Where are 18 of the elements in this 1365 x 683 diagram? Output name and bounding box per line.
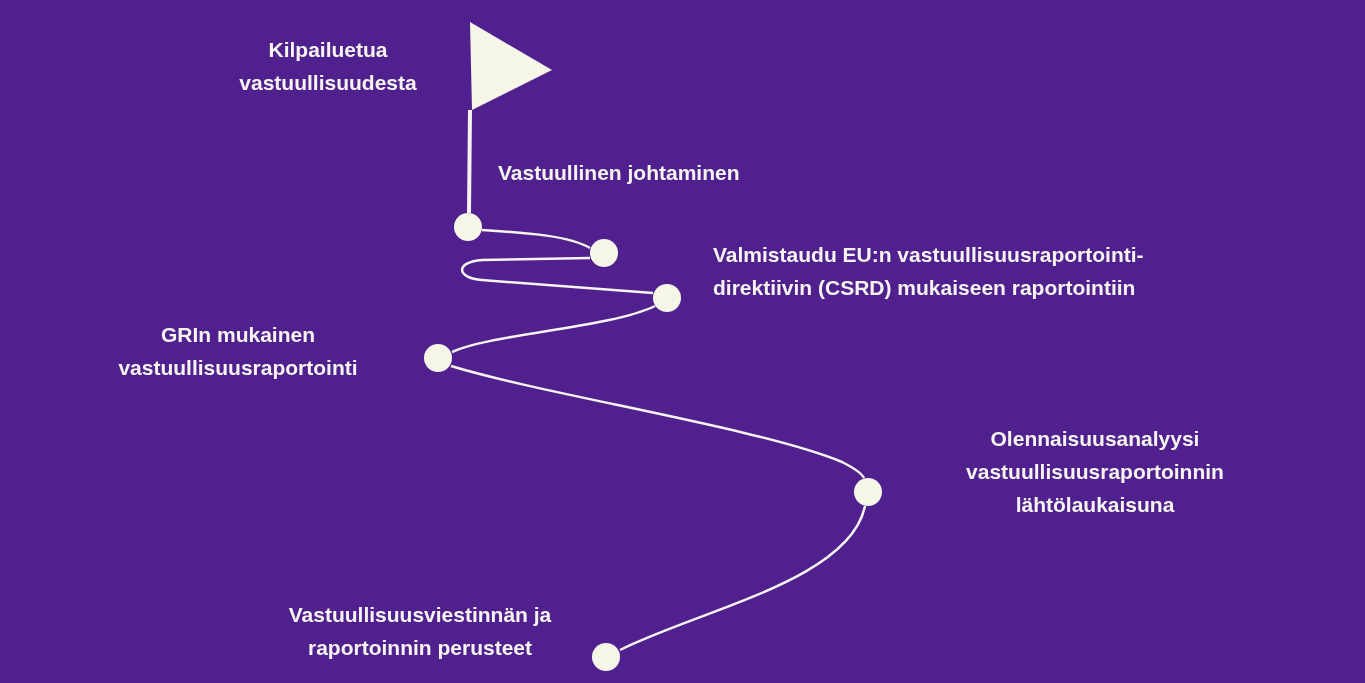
milestone-dot	[854, 478, 882, 506]
milestone-label: Vastuullisuusviestinnän ja raportoinnin perusteet	[287, 602, 553, 661]
milestone-label: Vastuullinen johtaminen	[498, 160, 741, 186]
milestone-dot	[653, 284, 681, 312]
milestone-label: Valmistaudu EU:n vastuullisuusraportointi- direktiivin (CSRD) mukaiseen raportointiin	[713, 242, 1145, 301]
milestone-label: Kilpailuetua vastuullisuudesta	[238, 37, 418, 96]
milestone-label: Olennaisuusanalyysi vastuullisuusraportoinnin lähtölaukaisuna	[965, 426, 1225, 518]
milestone-dot	[592, 643, 620, 671]
path-line	[450, 364, 865, 479]
path-line	[461, 256, 654, 295]
path-line	[481, 228, 591, 250]
milestone-dot	[590, 239, 618, 267]
path-line	[619, 505, 867, 652]
milestone-dot	[424, 344, 452, 372]
path-line	[451, 304, 656, 354]
flag-pole	[467, 109, 472, 214]
milestone-label: GRIn mukainen vastuullisuusraportointi	[117, 322, 359, 381]
milestone-dot	[454, 213, 482, 241]
